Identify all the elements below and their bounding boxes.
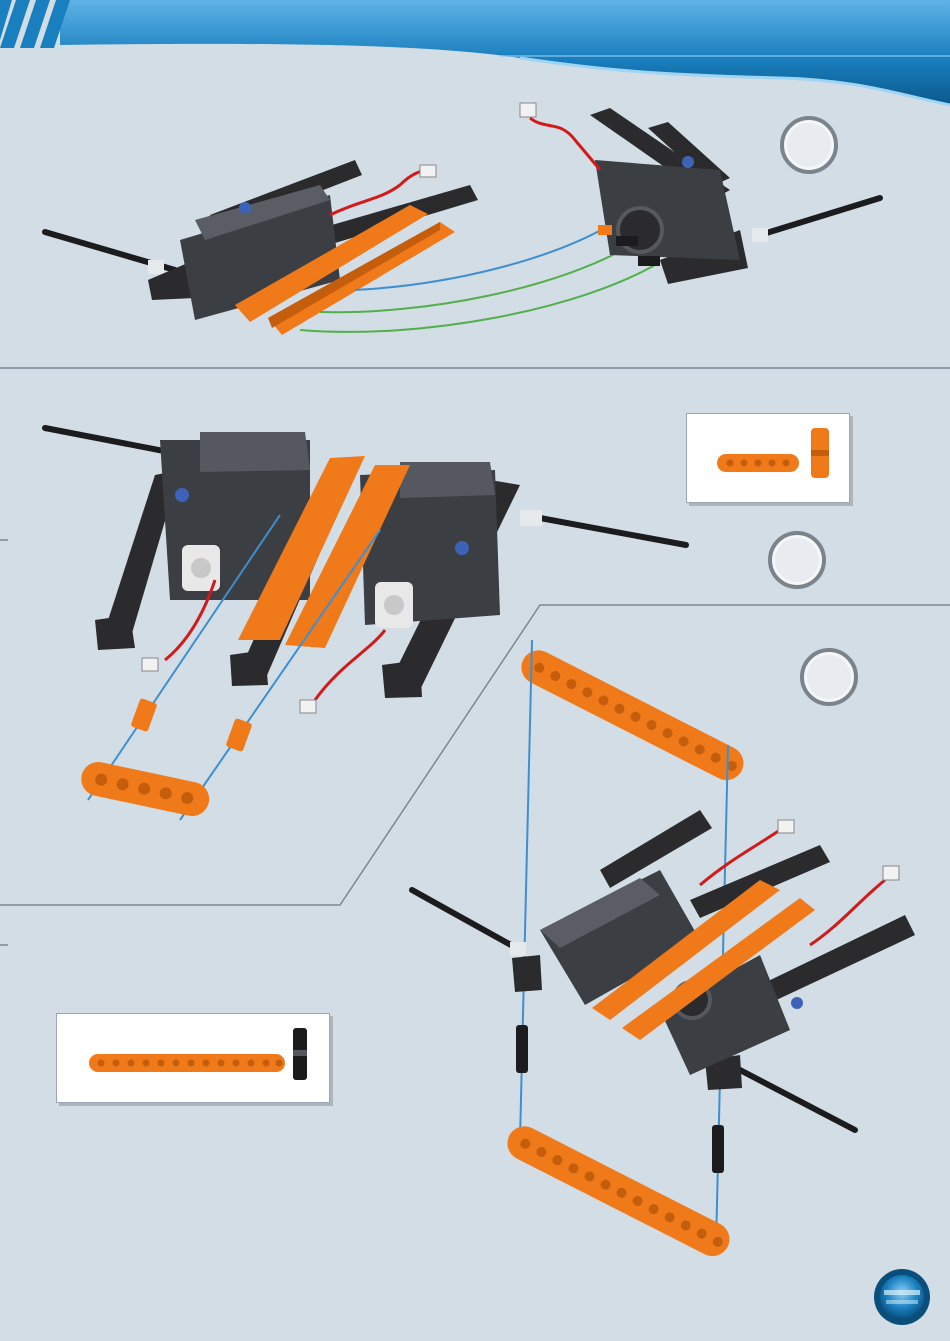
page-badge [0,0,950,1341]
